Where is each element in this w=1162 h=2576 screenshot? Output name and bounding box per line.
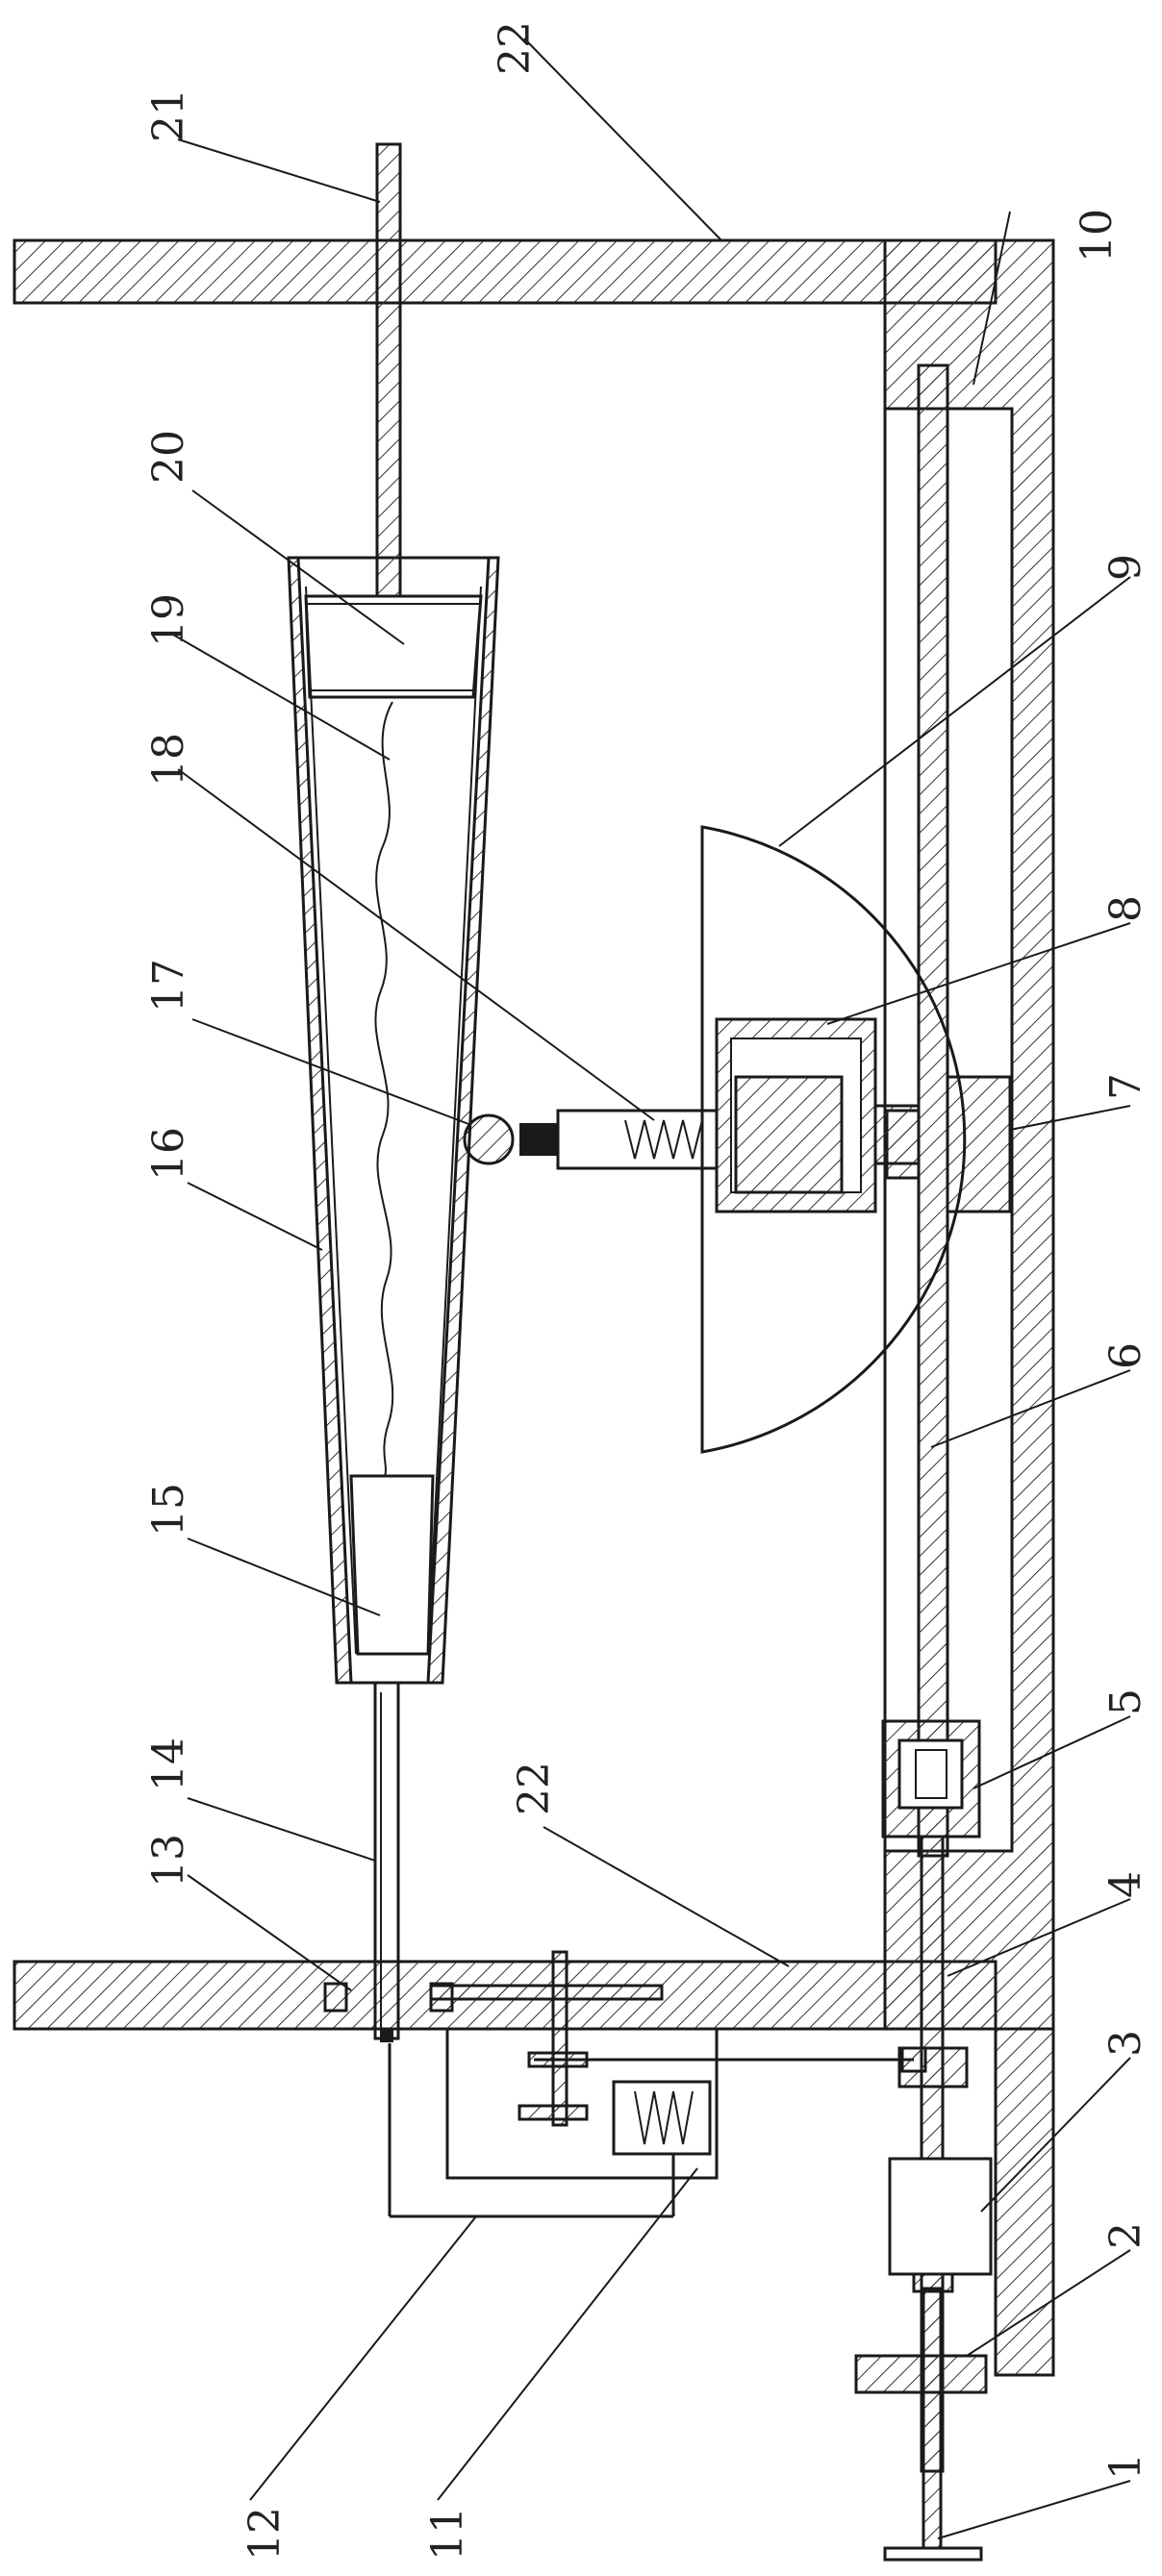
label-10: 10 [1073, 209, 1122, 263]
label-8: 8 [1101, 895, 1150, 922]
coupling-5 [883, 1721, 979, 1837]
label-15: 15 [144, 1483, 193, 1537]
label-13: 13 [144, 1834, 193, 1888]
spring-tube-18 [519, 1111, 717, 1168]
label-3: 3 [1101, 2030, 1150, 2057]
label-22-top: 22 [491, 21, 540, 75]
label-14: 14 [144, 1738, 193, 1791]
label-1: 1 [1101, 2453, 1150, 2480]
label-4: 4 [1101, 1871, 1150, 1898]
label-22-bottom: 22 [510, 1762, 559, 1815]
label-12: 12 [240, 2507, 290, 2561]
label-21: 21 [144, 88, 193, 142]
piston-20 [306, 596, 481, 697]
label-6: 6 [1101, 1342, 1150, 1369]
label-16: 16 [144, 1127, 193, 1181]
label-18: 18 [144, 733, 193, 787]
rod-21 [377, 144, 400, 596]
label-20: 20 [144, 430, 193, 484]
piston-15 [351, 1476, 433, 1654]
motor-3 [890, 2159, 991, 2291]
hand-wheel-2 [856, 2356, 986, 2392]
contact-ball-17 [465, 1115, 513, 1163]
label-5: 5 [1101, 1688, 1150, 1715]
crank-rod-1 [885, 2288, 981, 2560]
label-11: 11 [423, 2507, 472, 2561]
label-2: 2 [1101, 2222, 1150, 2249]
tapered-tube-16 [289, 558, 498, 1683]
label-19: 19 [144, 593, 193, 647]
label-7: 7 [1101, 1073, 1150, 1100]
label-17: 17 [144, 959, 193, 1013]
label-9: 9 [1101, 554, 1150, 581]
